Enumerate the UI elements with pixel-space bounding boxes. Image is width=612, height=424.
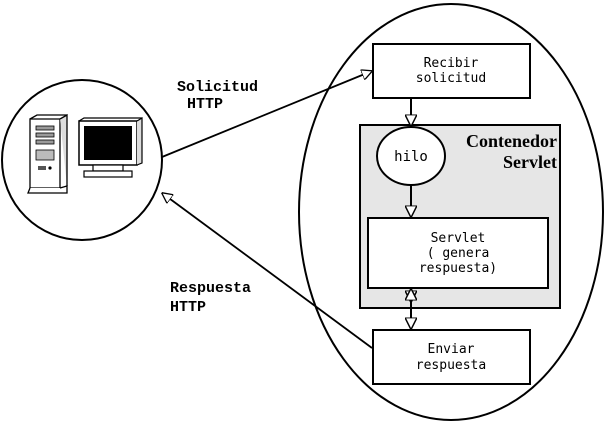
monitor-icon: [78, 116, 143, 178]
servlet-label-1: Servlet: [431, 231, 486, 246]
response-label-1: Respuesta: [170, 280, 251, 297]
servlet-box: [367, 217, 549, 289]
send-response-box: [372, 329, 531, 385]
http-response-arrow: [162, 193, 373, 349]
http-request-arrow: [161, 71, 372, 158]
thread-label: hilo: [394, 149, 428, 165]
response-label-2: HTTP: [170, 299, 206, 316]
receive-request-box: [372, 43, 531, 99]
receive-request-label-2: solicitud: [416, 71, 486, 86]
container-label-2: Servlet: [503, 152, 557, 172]
request-label-2: HTTP: [187, 96, 223, 113]
send-response-label-1: Enviar: [428, 342, 475, 357]
servlet-label-3: respuesta): [419, 261, 497, 276]
servlet-label-2: ( genera: [427, 246, 490, 261]
request-label-1: Solicitud: [177, 79, 258, 96]
container-label-1: Contenedor: [466, 131, 557, 151]
receive-request-label-1: Recibir: [424, 56, 479, 71]
send-response-label-2: respuesta: [416, 358, 486, 373]
server-tower-icon: [27, 113, 68, 194]
server-ellipse: [298, 3, 604, 421]
